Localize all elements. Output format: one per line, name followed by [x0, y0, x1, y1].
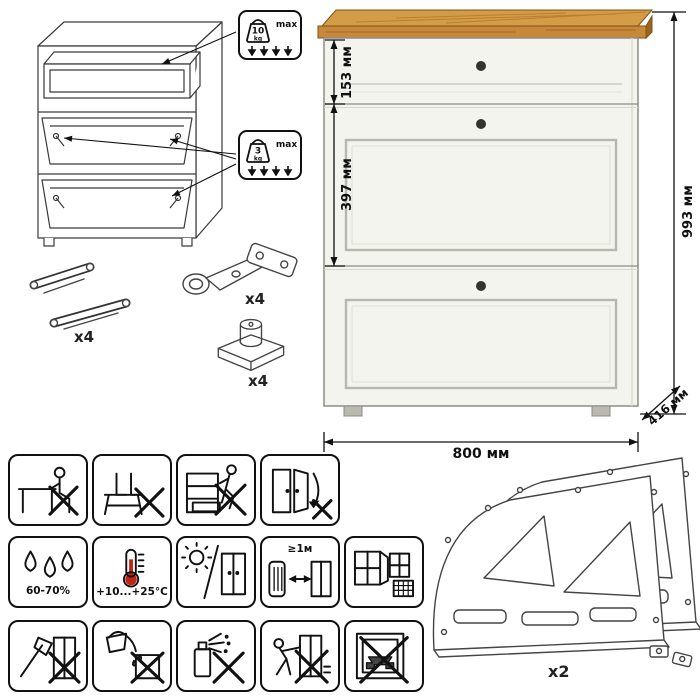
- lid-stay-icon: [29, 262, 131, 330]
- warning-cell-ventilation: [344, 536, 424, 608]
- warning-cell-no-sitting: [8, 454, 88, 526]
- temperature-range: +10...+25°C: [96, 585, 168, 598]
- no-axe-icon: [19, 636, 81, 684]
- load-unit: kg: [254, 36, 262, 43]
- hinge-qty: x4: [245, 290, 266, 308]
- dimension-lines: [323, 11, 686, 452]
- dim-total-height: 993 мм: [681, 185, 696, 239]
- heater-distance-icon: [268, 560, 332, 597]
- load-limit-badge-drawer: 10 kg max: [238, 10, 302, 60]
- warning-cell-heat-distance: ≥1м: [260, 536, 340, 608]
- load-unit: kg: [254, 156, 262, 163]
- warning-cell-no-impact: [8, 620, 88, 692]
- load-note: max: [275, 140, 298, 150]
- window-ventilation-icon: [354, 550, 414, 598]
- warning-cell-door-swing: [260, 454, 340, 526]
- foot-qty: x4: [248, 372, 269, 390]
- lid-stay-qty: x4: [74, 328, 95, 346]
- load-value: 10: [252, 27, 265, 37]
- no-dragging-icon: [273, 634, 331, 684]
- dim-width: 800 мм: [452, 446, 510, 462]
- warning-cell-humidity: 60-70%: [8, 536, 88, 608]
- load-note: max: [275, 20, 298, 30]
- humidity-icon: [24, 550, 74, 578]
- warning-cell-sunlight: [176, 536, 256, 608]
- callout-leader-lines: [63, 31, 237, 197]
- no-standing-icon: [103, 472, 165, 518]
- down-arrows-icon: [247, 46, 293, 56]
- down-arrows-icon: [247, 166, 293, 176]
- warning-cell-no-overload: [344, 620, 424, 692]
- sunlight-icon: [181, 542, 246, 600]
- warning-cell-temperature: +10...+25°C: [92, 536, 172, 608]
- no-sitting-icon: [18, 466, 79, 516]
- foot-icon: [217, 318, 285, 372]
- load-limit-badge-flap: 3 kg max: [238, 130, 302, 180]
- no-spill-icon: [105, 630, 165, 684]
- side-panel-parts-drawing: [432, 457, 700, 668]
- min-distance: ≥1м: [287, 543, 313, 556]
- humidity-range: 60-70%: [25, 584, 71, 597]
- warning-cell-no-dragging: [260, 620, 340, 692]
- no-chemicals-icon: [193, 632, 245, 684]
- dim-flap-height: 397 мм: [340, 158, 355, 212]
- shoe-cabinet-render: [317, 9, 654, 417]
- door-swing-icon: [271, 468, 333, 520]
- weight-icon: 10 kg: [245, 19, 270, 43]
- no-climbing-icon: [186, 464, 247, 516]
- hinge-icon: [182, 242, 298, 295]
- wireframe-cabinet-drawing: [37, 21, 237, 247]
- warning-cell-no-chemicals: [176, 620, 256, 692]
- warning-cell-no-climbing: [176, 454, 256, 526]
- load-value: 3: [255, 147, 261, 157]
- thermometer-icon: [122, 548, 145, 588]
- dim-drawer-height: 153 мм: [340, 46, 355, 100]
- side-panel-qty: x2: [548, 662, 570, 681]
- warning-cell-no-spill: [92, 620, 172, 692]
- no-anvil-icon: [355, 632, 409, 684]
- weight-icon: 3 kg: [245, 139, 270, 163]
- warning-cell-no-standing: [92, 454, 172, 526]
